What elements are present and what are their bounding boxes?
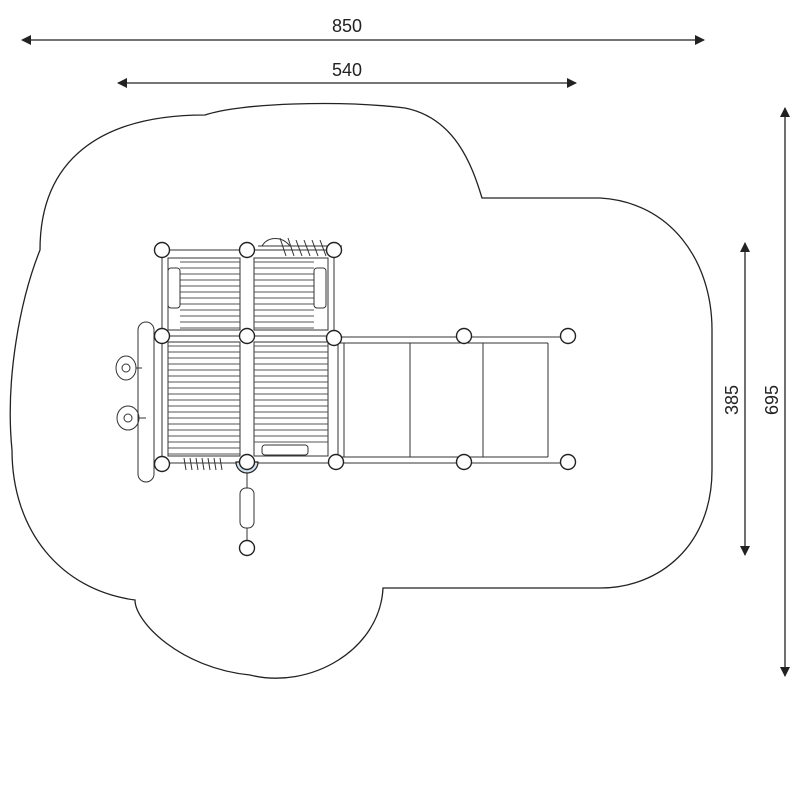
left-tube [137,321,155,483]
post [238,241,256,259]
dimension-overall-width-label: 850 [332,16,362,36]
post [325,329,343,347]
bottom-bars [183,457,223,471]
dimension-overall-width: 850 [21,16,705,45]
deck-upper-right [253,257,329,331]
dimension-inner-width: 540 [117,60,577,88]
wheel-game-lower [116,405,146,431]
upper-platform-frame [161,249,335,337]
post [153,241,171,259]
post [455,327,473,345]
panel-upper-right-side [313,267,327,309]
dimension-inner-width-label: 540 [332,60,362,80]
post [559,453,577,471]
deck-lower-left [167,341,241,457]
safety-zone-outline [9,102,713,679]
dimension-inner-depth: 385 [722,242,750,556]
dimension-inner-depth-label: 385 [722,385,742,415]
post [238,453,256,471]
post [327,453,345,471]
post [153,327,171,345]
hanging-element [239,470,255,540]
wheel-game-upper [115,355,142,381]
deck-upper-left [167,257,241,331]
play-structure [115,237,577,557]
dimension-overall-depth-label: 695 [762,385,782,415]
dimension-overall-depth: 695 [762,107,790,677]
post [325,241,343,259]
post [455,453,473,471]
lower-platform-frame [161,335,339,464]
post [238,539,256,557]
post [153,455,171,473]
panel-upper-left-side [167,267,181,309]
bridge-walkway [338,336,568,464]
deck-lower-right [253,341,329,457]
post [559,327,577,345]
post [238,327,256,345]
panel-lower-bench [261,444,309,456]
